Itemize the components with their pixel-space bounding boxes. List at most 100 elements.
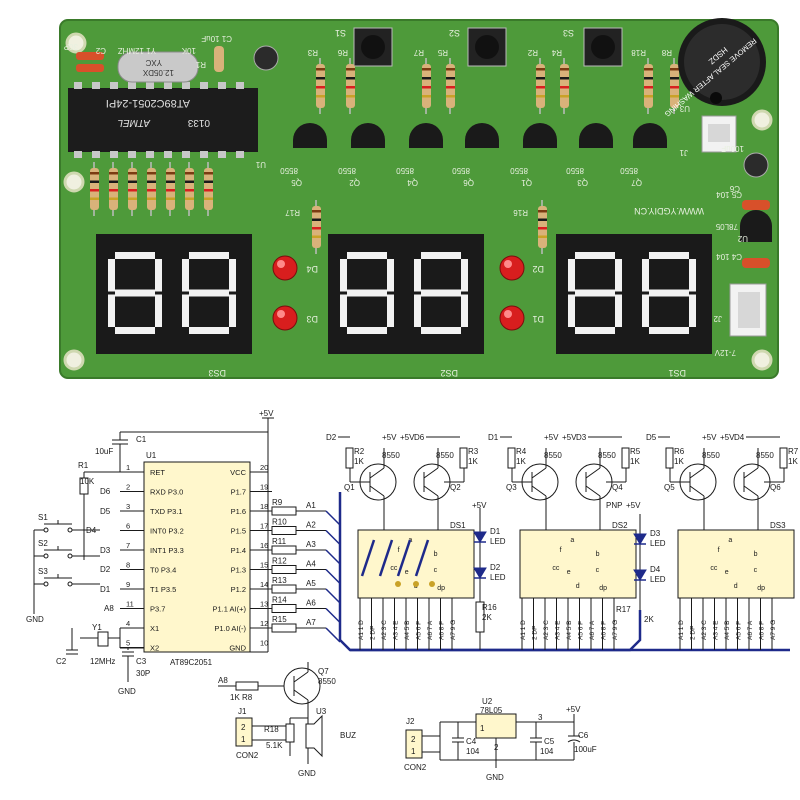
silk-transistor-part: 8550 — [510, 166, 528, 175]
mcu-pin-name: P1.7 — [231, 488, 246, 497]
display-pin-label: A5 6 F — [736, 621, 743, 640]
mcu-chip — [68, 88, 258, 152]
regulator-u2 — [740, 210, 772, 242]
c3-name: C3 — [136, 657, 147, 666]
bus-resistor-name: R10 — [272, 518, 287, 527]
mount-hole-icon — [751, 109, 773, 131]
c1-name: C1 — [136, 435, 147, 444]
crystal-body — [117, 51, 199, 83]
resistor-r9-symbol — [271, 506, 297, 516]
silk-transistor-name: Q4 — [407, 178, 418, 187]
chip-pin — [182, 82, 190, 89]
led-glint — [504, 310, 512, 318]
silk-transistor-name: Q1 — [521, 178, 532, 187]
display-pin-label: A3 4 E — [555, 620, 562, 640]
digit-segment — [347, 252, 387, 259]
c5-value: 104 — [540, 747, 554, 756]
display-pin-label: A1 1 D — [678, 620, 685, 640]
mcu-pin-name: P1.6 — [231, 507, 246, 516]
chip-pin — [164, 151, 172, 158]
chip-label: AT89C2051-24PI — [106, 97, 190, 109]
resistor-r18 — [644, 58, 653, 114]
bus-resistor-name: R12 — [272, 557, 287, 566]
silk-misc-label: U3 — [679, 104, 690, 113]
group-rv: 1K — [468, 457, 478, 466]
chip-brand: ATMEL — [117, 117, 151, 128]
mcu-pin-num: 11 — [126, 600, 134, 609]
r8-name: R8 — [242, 693, 253, 702]
silk-transistor-part: 8550 — [280, 166, 298, 175]
bus-resistor-name: R9 — [272, 498, 283, 507]
mcu-pin-name: RET — [150, 468, 165, 477]
digit-segment — [461, 259, 468, 292]
display-pin-label: A4 5 B — [724, 620, 731, 640]
led-glint — [504, 260, 512, 268]
r16-name: R16 — [482, 603, 497, 612]
crystal-label: 12.05DX — [142, 68, 174, 77]
resistor-r18-symbol — [285, 723, 295, 743]
r1-name: R1 — [78, 461, 89, 470]
r17-name: R17 — [616, 605, 631, 614]
group-d-left: D2 — [326, 433, 337, 442]
silk-misc-label: C5 104 — [716, 190, 742, 199]
digit-segment — [421, 327, 461, 334]
segment-letter: e — [725, 569, 729, 576]
led-d4-icon — [272, 255, 298, 281]
mcu-pin-name: P1.0 AI(-) — [214, 624, 246, 633]
digit-segment — [229, 294, 236, 327]
net-label: D3 — [100, 546, 111, 555]
led-d3-icon — [272, 305, 298, 331]
segment-letter: b — [754, 551, 758, 558]
ds1-highlight — [360, 539, 435, 587]
capacitor-c1 — [253, 45, 279, 71]
c6-name: C6 — [578, 731, 589, 740]
bus-net-label: A1 — [306, 501, 316, 510]
bus-resistor-name: R15 — [272, 615, 287, 624]
mcu-pin-num: 17 — [260, 522, 268, 531]
display-pin-label: A6 7 A — [427, 620, 434, 640]
transistor-q7-icon — [633, 123, 667, 148]
y1-name: Y1 — [92, 623, 102, 632]
digit-segment — [689, 259, 696, 292]
group-supply: +5V — [562, 433, 577, 442]
led-type: LED — [650, 539, 666, 548]
silk-top-label: C1 10uF — [201, 34, 232, 43]
q7-name: Q7 — [318, 667, 329, 676]
resistor-r3 — [316, 58, 325, 114]
silk-d1: D1 — [532, 314, 544, 324]
resistor-r8 — [670, 58, 679, 114]
transistor-name: Q4 — [612, 483, 623, 492]
resistor-r17 — [312, 200, 321, 254]
digit-segment — [182, 259, 189, 292]
j2-name: J2 — [406, 717, 415, 726]
led-glint — [277, 310, 285, 318]
silk-misc-label: C6 — [729, 184, 740, 193]
group-r-right: R5 — [630, 447, 641, 456]
digit-segment — [340, 294, 347, 327]
silk-s2: S2 — [449, 28, 460, 38]
bus-net-label: A3 — [306, 540, 316, 549]
r1-value: 10K — [80, 477, 95, 486]
digit-segment — [649, 252, 689, 259]
display-pin-label: A6 7 A — [589, 620, 596, 640]
transistor-q5-icon — [293, 123, 327, 148]
mcu-block — [143, 461, 251, 653]
silk-transistor-name: Q5 — [291, 178, 302, 187]
u2-part: 78L05 — [480, 706, 503, 715]
silk-resistor-label: R5 — [437, 48, 448, 57]
silk-resistor-label: R2 — [527, 48, 538, 57]
resistor-r5 — [446, 58, 455, 114]
mcu-pin-name: P1.2 — [231, 585, 246, 594]
segment-letter: e — [567, 569, 571, 576]
transistor-q4-icon — [409, 123, 443, 148]
r17-value: 2K — [644, 615, 654, 624]
mcu-pin-name: TXD P3.1 — [150, 507, 183, 516]
digit-segment — [414, 259, 421, 292]
resistor-r2-symbol — [345, 447, 354, 469]
switch-s2 — [467, 27, 507, 67]
resistor-r11-symbol — [271, 545, 297, 555]
